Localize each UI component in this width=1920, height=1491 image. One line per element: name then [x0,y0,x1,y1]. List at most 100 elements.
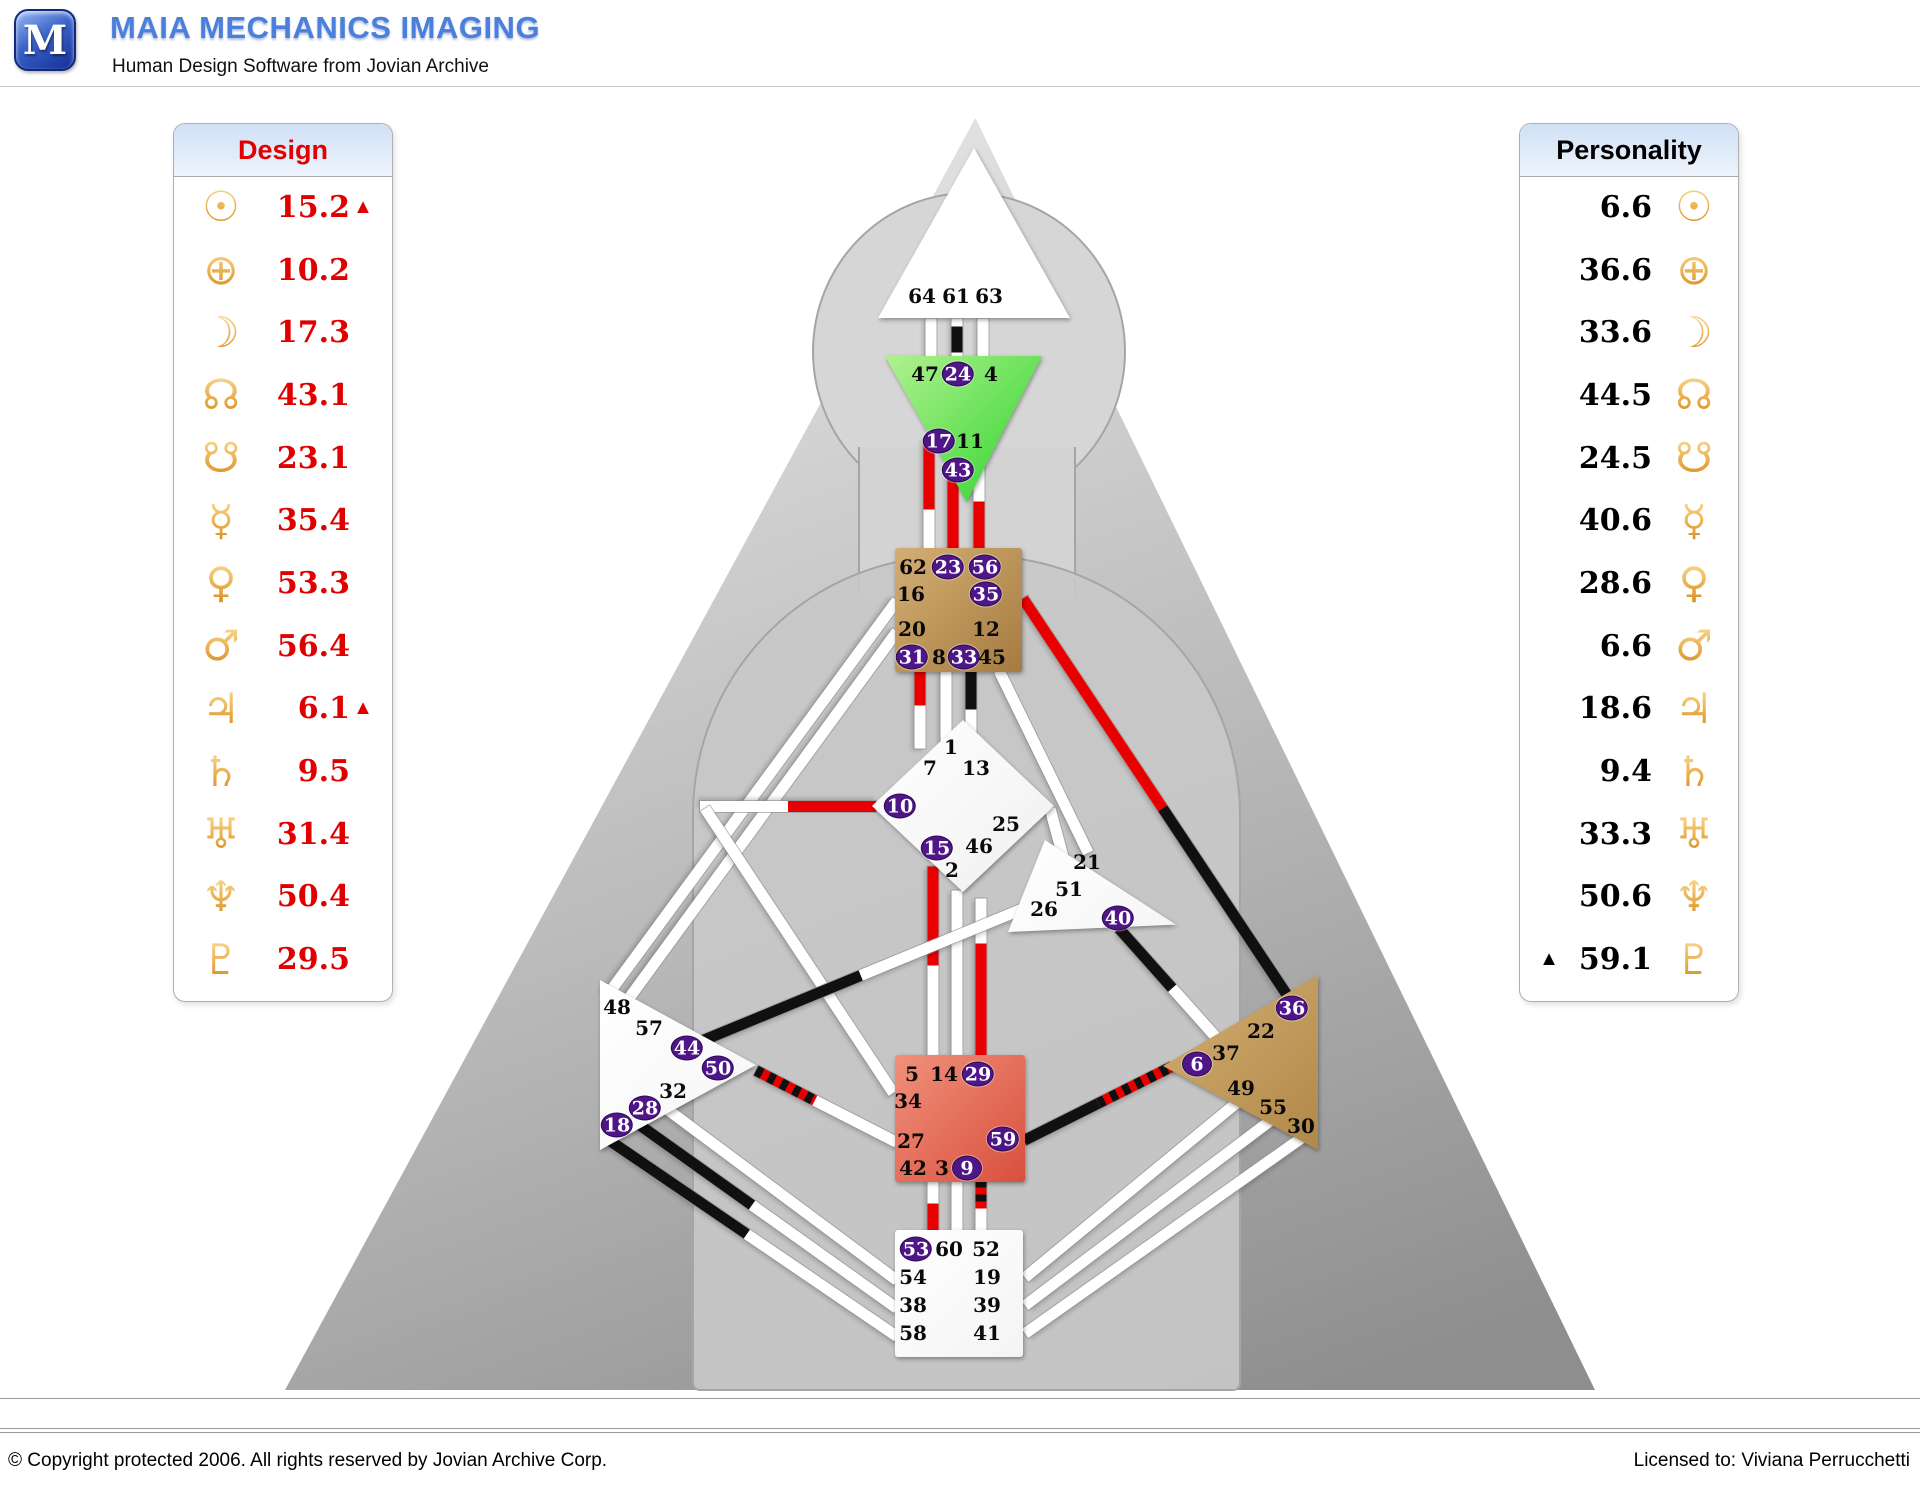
channel-42-53 [927,1180,939,1231]
channel-17-62 [923,438,935,552]
personality-row-south-node: 24.5 ☋ [1520,427,1738,490]
channel-segment-personality [1114,924,1177,992]
design-jupiter-value: 6.1 [297,691,350,727]
channel-63-4 [977,318,989,358]
neptune-icon: ♆ [190,875,252,918]
channel-segment-design [973,501,985,552]
personality-row-uranus: 33.3♅ [1520,803,1738,866]
mercury-icon: ☿ [190,499,252,542]
channel-segment-personality [1158,805,1297,1006]
channel-31-7 [914,670,926,748]
channel-segment-design [1018,594,1168,812]
personality-moon-value: 33.6 [1578,315,1652,351]
north-node-icon: ☊ [190,374,252,416]
personality-row-jupiter: 18.6 ♃ [1520,678,1738,741]
footer-bar: © Copyright protected 2006. All rights r… [0,1432,1920,1491]
design-mercury-value: 35.4 [276,503,350,539]
channel-61-24 [951,318,963,358]
south-node-icon: ☋ [190,437,252,479]
design-row-earth: ⊕10.2 [174,239,392,302]
personality-mercury-value: 40.6 [1578,503,1652,539]
licensed-to-text: Licensed to: Viviana Perrucchetti [1633,1450,1910,1471]
design-row-saturn: ♄ 9.5 [174,740,392,803]
channel-16-48 [603,596,902,998]
jupiter-icon: ♃ [1666,687,1722,730]
design-moon-value: 17.3 [276,315,350,351]
design-neptune-value: 50.4 [276,879,350,915]
design-row-sun: ☉15.2▲ [174,176,392,239]
personality-pluto-value: 59.1 [1578,942,1652,978]
personality-south-node-value: 24.5 [1578,440,1652,476]
personality-saturn-value: 9.4 [1599,754,1652,790]
channel-segment-design [947,468,959,552]
pluto-icon: ♇ [190,938,252,981]
personality-mars-value: 6.6 [1599,628,1652,664]
design-south-node-value: 23.1 [276,440,350,476]
status-bar [0,1398,1920,1429]
retrograde-marker-icon: ▲ [353,195,373,218]
channel-11-56 [973,450,985,552]
mars-icon: ♂ [1666,625,1722,667]
design-uranus-value: 31.4 [276,816,350,852]
venus-icon: ♀ [190,562,252,604]
design-pluto-value: 29.5 [276,942,350,978]
channel-segment-personality [965,670,977,709]
channel-9-52 [975,1180,987,1231]
channel-8-1 [940,670,952,748]
personality-panel: Personality 6.6☉36.6⊕33.6☽44.5☊24.5☋40.6… [1519,123,1739,1002]
channel-33-13 [965,670,977,748]
venus-icon: ♀ [1666,562,1722,604]
channel-segment-personality [951,326,963,352]
channel-64-47 [925,318,937,358]
channel-segment-personality [1021,1098,1101,1145]
channel-2-14 [951,890,963,1057]
retrograde-marker-icon: ▲ [353,697,373,720]
mars-icon: ♂ [190,625,252,667]
channel-segment-design [914,670,926,706]
channel-segment-design [975,942,987,1057]
personality-row-venus: 28.6 ♀ [1520,552,1738,615]
design-row-uranus: ♅31.4 [174,803,392,866]
channel-10-junction [700,800,876,812]
channel-segment-design [927,1202,939,1231]
channel-40-37 [1114,924,1231,1052]
personality-uranus-value: 33.3 [1578,816,1652,852]
logo-letter: M [22,16,68,64]
design-saturn-value: 9.5 [297,754,350,790]
sun-icon: ☉ [190,186,252,228]
channel-44-26 [695,896,1041,1048]
neptune-icon: ♆ [1666,875,1722,918]
design-north-node-value: 43.1 [276,377,350,413]
personality-panel-title: Personality [1520,124,1738,177]
personality-jupiter-value: 18.6 [1578,691,1652,727]
design-row-neptune: ♆ 50.4 [174,866,392,929]
design-row-north-node: ☊ 43.1 [174,364,392,427]
moon-icon: ☽ [1666,311,1722,354]
channel-34-junction [700,804,898,1096]
design-panel: Design ☉15.2▲⊕10.2☽17.3 ☊ 43.1 ☋ 23.1 ☿ 35.4 ♀ 5… [173,123,393,1002]
design-row-moon: ☽17.3 [174,301,392,364]
channel-45-21 [994,667,1093,855]
saturn-icon: ♄ [190,750,252,793]
personality-row-pluto: ▲59.1♇ [1520,928,1738,991]
channel-segment-both [1095,1061,1175,1108]
channel-3-60 [951,1180,963,1231]
app-header: M MAIA MECHANICS IMAGING Human Design So… [0,0,1920,87]
design-panel-title: Design [174,124,392,177]
south-node-icon: ☋ [1666,437,1722,479]
channel-59-6 [1021,1061,1175,1145]
personality-venus-value: 28.6 [1578,565,1652,601]
channel-segment-design [788,800,876,812]
earth-icon: ⊕ [190,249,252,291]
north-node-icon: ☊ [1666,374,1722,416]
personality-row-neptune: 50.6♆ [1520,866,1738,929]
personality-rows: 6.6☉36.6⊕33.6☽44.5☊24.5☋40.6☿28.6♀6.6♂18… [1520,176,1738,991]
channel-43-23 [947,468,959,552]
channel-28-38 [625,1112,901,1313]
app-subtitle: Human Design Software from Jovian Archiv… [112,56,489,77]
design-row-mars: ♂56.4 [174,615,392,678]
jupiter-icon: ♃ [190,687,252,730]
personality-sun-value: 6.6 [1599,189,1652,225]
design-row-jupiter: ♃ 6.1▲ [174,678,392,741]
